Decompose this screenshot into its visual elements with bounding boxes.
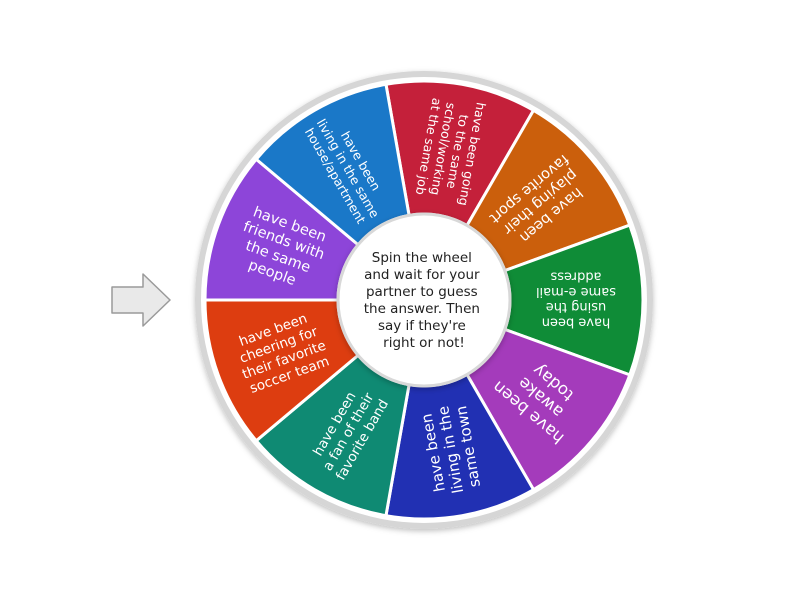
center-line: the answer. Then	[364, 301, 480, 317]
spin-wheel[interactable]: have been goingto the sameschool/working…	[195, 71, 653, 529]
center-line: say if they're	[378, 318, 466, 334]
center-line: partner to guess	[366, 284, 478, 300]
center-line: Spin the wheel	[372, 250, 472, 266]
arrow-right-icon	[111, 273, 171, 327]
segment-label-line: same e-mail	[536, 284, 616, 299]
center-line: right or not!	[383, 335, 465, 351]
segment-label-line: using the	[546, 299, 607, 314]
segment-label-line: address	[550, 268, 601, 283]
wheel-segments: have been goingto the sameschool/working…	[203, 79, 645, 521]
wheel-center-disc	[336, 212, 512, 388]
segment-label-line: have been	[542, 314, 611, 329]
wheel-center-text: Spin the wheel and wait for your partner…	[364, 250, 485, 351]
wheel-segment-label: have beenusing thesame e-mailaddress	[536, 268, 616, 329]
center-line: and wait for your	[364, 267, 480, 283]
